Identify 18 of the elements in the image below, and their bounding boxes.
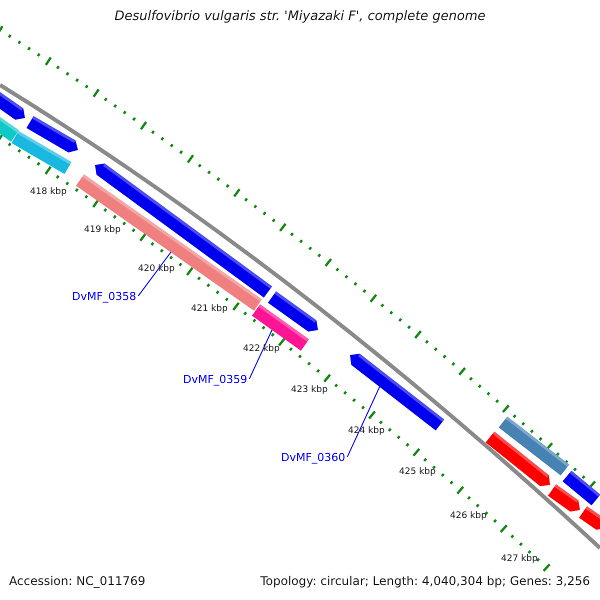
accession-text: Accession: NC_011769 [9,574,146,588]
leader-line [248,330,272,380]
position-label: 423 kbp [291,385,328,396]
gene-label: DvMF_0360 [281,451,346,464]
position-label: 419 kbp [84,225,121,236]
position-label: 426 kbp [450,511,487,522]
position-label: 421 kbp [191,304,228,315]
gene-label: DvMF_0359 [183,373,248,386]
position-label: 420 kbp [138,264,175,275]
genome-info-text: Topology: circular; Length: 4,040,304 bp; Genes: 3,256 [260,574,590,588]
position-label: 427 kbp [501,554,538,565]
position-label: 422 kbp [243,344,280,355]
leader-line [138,252,172,296]
gene-label: DvMF_0358 [72,290,136,304]
leader-line [346,386,380,458]
title: Desulfovibrio vulgaris str. 'Miyazaki F', complete genome [113,9,487,25]
position-label: 425 kbp [399,467,436,478]
position-label: 418 kbp [30,187,67,198]
